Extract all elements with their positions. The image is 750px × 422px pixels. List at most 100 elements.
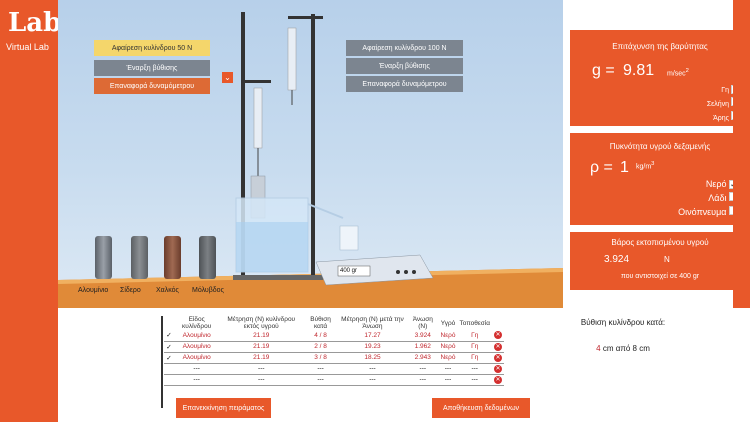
remove-cylinder-100-button[interactable]: Αφαίρεση κυλίνδρου 100 N [346, 40, 463, 56]
cell: 4 / 8 [303, 330, 338, 342]
delete-row-icon[interactable]: ✕ [494, 375, 502, 384]
liquid-options: Νερό ✓ Λάδι Οινόπνευμα [678, 177, 738, 219]
cylinder-iron[interactable] [131, 236, 148, 279]
cell: --- [219, 363, 304, 375]
cylinder-label: Χαλκός [156, 287, 179, 294]
table-divider [161, 316, 163, 408]
restart-experiment-button[interactable]: Επανεκκίνηση πειράματος [176, 398, 271, 418]
cell: --- [303, 374, 338, 386]
delete-row-icon[interactable]: ✕ [494, 342, 502, 351]
cell: --- [457, 374, 492, 386]
cell: Αλουμίνιο [174, 330, 220, 342]
liquid-option-water[interactable]: Νερό ✓ [678, 177, 738, 191]
gravity-title: Επιτάχυνση της βαρύτητας [612, 42, 708, 51]
column-header: Μέτρηση (N) μετά την Άνωση [341, 316, 404, 330]
displaced-value: 3.924 [604, 254, 630, 265]
remove-cylinder-50-button[interactable]: Αφαίρεση κυλίνδρου 50 N [94, 40, 210, 56]
column-header: Μέτρηση (N) κυλίνδρου εκτός υγρού [227, 316, 296, 330]
density-card: Πυκνότητα υγρού δεξαμενής ρ = 1 kg/m3 Νε… [570, 133, 750, 225]
density-symbol: ρ = [590, 159, 613, 176]
row-check-icon [164, 374, 174, 386]
delete-row-icon[interactable]: ✕ [494, 364, 502, 373]
cell: --- [407, 363, 439, 375]
liquid-option-oil[interactable]: Λάδι [678, 191, 738, 205]
sidebar-bar: Lab Virtual Lab [0, 0, 62, 422]
row-check-icon: ✓ [164, 330, 174, 342]
cell: --- [174, 363, 220, 375]
table-row: ✓ Αλουμίνιο 21.19 2 / 8 19.23 1.962 Νερό… [164, 341, 504, 353]
immersion-title: Βύθιση κυλίνδρου κατά: [580, 318, 666, 327]
reset-dynamometer-left-button[interactable]: Επαναφορά δυναμόμετρου [94, 78, 210, 94]
column-header: Άνωση (N) [412, 316, 433, 330]
gravity-value: 9.81 [623, 62, 655, 79]
displaced-weight-card: Βάρος εκτοπισμένου υγρού 3.924 N που αντ… [570, 232, 750, 290]
cell: --- [337, 363, 408, 375]
density-value: 1 [620, 159, 629, 176]
liquid-option-alcohol[interactable]: Οινόπνευμα [678, 205, 738, 219]
cell: 3.924 [407, 330, 439, 342]
table-row: --- --- --- --- --- --- --- ✕ [164, 363, 504, 375]
column-header: Είδος κυλίνδρου [182, 316, 212, 330]
gravity-symbol: g = [592, 62, 615, 79]
start-immersion-right-button[interactable]: Έναρξη βύθισης [346, 58, 463, 74]
row-check-icon [164, 363, 174, 375]
cell: --- [219, 374, 304, 386]
immersion-text: cm από 8 cm [602, 344, 650, 353]
cell: Αλουμίνιο [174, 341, 220, 353]
cylinder-lead[interactable] [199, 236, 216, 279]
results-table: Είδος κυλίνδρου Μέτρηση (N) κυλίνδρου εκ… [164, 316, 504, 386]
row-check-icon: ✓ [164, 352, 174, 364]
cell: Αλουμίνιο [174, 352, 220, 364]
displaced-unit: N [664, 255, 670, 264]
save-data-button[interactable]: Αποθήκευση δεδομένων [432, 398, 530, 418]
density-unit: kg/m3 [636, 161, 655, 171]
cell: --- [457, 363, 492, 375]
cell: 18.25 [337, 352, 408, 364]
cell: Νερό [438, 341, 458, 353]
displaced-note: που αντιστοιχεί σε 400 gr [620, 273, 700, 280]
collapse-arrow-icon[interactable]: ⌄ [222, 72, 233, 83]
start-immersion-left-button[interactable]: Έναρξη βύθισης [94, 60, 210, 76]
displaced-title: Βάρος εκτοπισμένου υγρού [611, 238, 709, 247]
table-row: --- --- --- --- --- --- --- ✕ [164, 374, 504, 386]
cell: --- [303, 363, 338, 375]
table-row: ✓ Αλουμίνιο 21.19 4 / 8 17.27 3.924 Νερό… [164, 330, 504, 342]
gravity-card: Επιτάχυνση της βαρύτητας g = 9.81 m/sec2… [570, 30, 750, 126]
delete-row-icon[interactable]: ✕ [494, 353, 502, 362]
column-header: Υγρό [440, 319, 456, 327]
lab-scene: 400 gr Αφαίρεση κυλίνδρου 50 N Έναρξη βύ… [58, 0, 563, 308]
cell: Νερό [438, 330, 458, 342]
immersion-readout: 4 cm από 8 cm [548, 344, 698, 353]
cell: 2 / 8 [303, 341, 338, 353]
results-area: Είδος κυλίνδρου Μέτρηση (N) κυλίνδρου εκ… [58, 308, 750, 422]
cell: --- [174, 374, 220, 386]
cell: --- [438, 363, 458, 375]
cell: 19.23 [337, 341, 408, 353]
scale-reading: 400 gr [340, 268, 358, 274]
immersion-value: 4 [596, 344, 601, 353]
cell: 21.19 [219, 352, 304, 364]
delete-row-icon[interactable]: ✕ [494, 331, 502, 340]
cylinder-label: Αλουμίνιο [78, 287, 109, 294]
cell: --- [407, 374, 439, 386]
cell: 21.19 [219, 330, 304, 342]
logo-subtitle: Virtual Lab [6, 42, 49, 52]
density-title: Πυκνότητα υγρού δεξαμενής [609, 142, 711, 151]
cell: 17.27 [337, 330, 408, 342]
column-header: Βύθιση κατά [310, 316, 331, 330]
reset-dynamometer-right-button[interactable]: Επαναφορά δυναμόμετρου [346, 76, 463, 92]
cylinder-label: Σίδερο [120, 287, 141, 294]
cylinder-copper[interactable] [164, 236, 181, 279]
cell: Γη [457, 352, 492, 364]
cell: Νερό [438, 352, 458, 364]
cell: 2.943 [407, 352, 439, 364]
cell: Γη [457, 330, 492, 342]
table-header-row: Είδος κυλίνδρου Μέτρηση (N) κυλίνδρου εκ… [164, 316, 504, 330]
cell: 3 / 8 [303, 352, 338, 364]
table-row: ✓ Αλουμίνιο 21.19 3 / 8 18.25 2.943 Νερό… [164, 352, 504, 364]
cylinder-aluminium[interactable] [95, 236, 112, 279]
cell: --- [438, 374, 458, 386]
cell: 21.19 [219, 341, 304, 353]
logo-title: Lab [8, 8, 62, 38]
cylinder-label: Μόλυβδος [192, 287, 224, 294]
